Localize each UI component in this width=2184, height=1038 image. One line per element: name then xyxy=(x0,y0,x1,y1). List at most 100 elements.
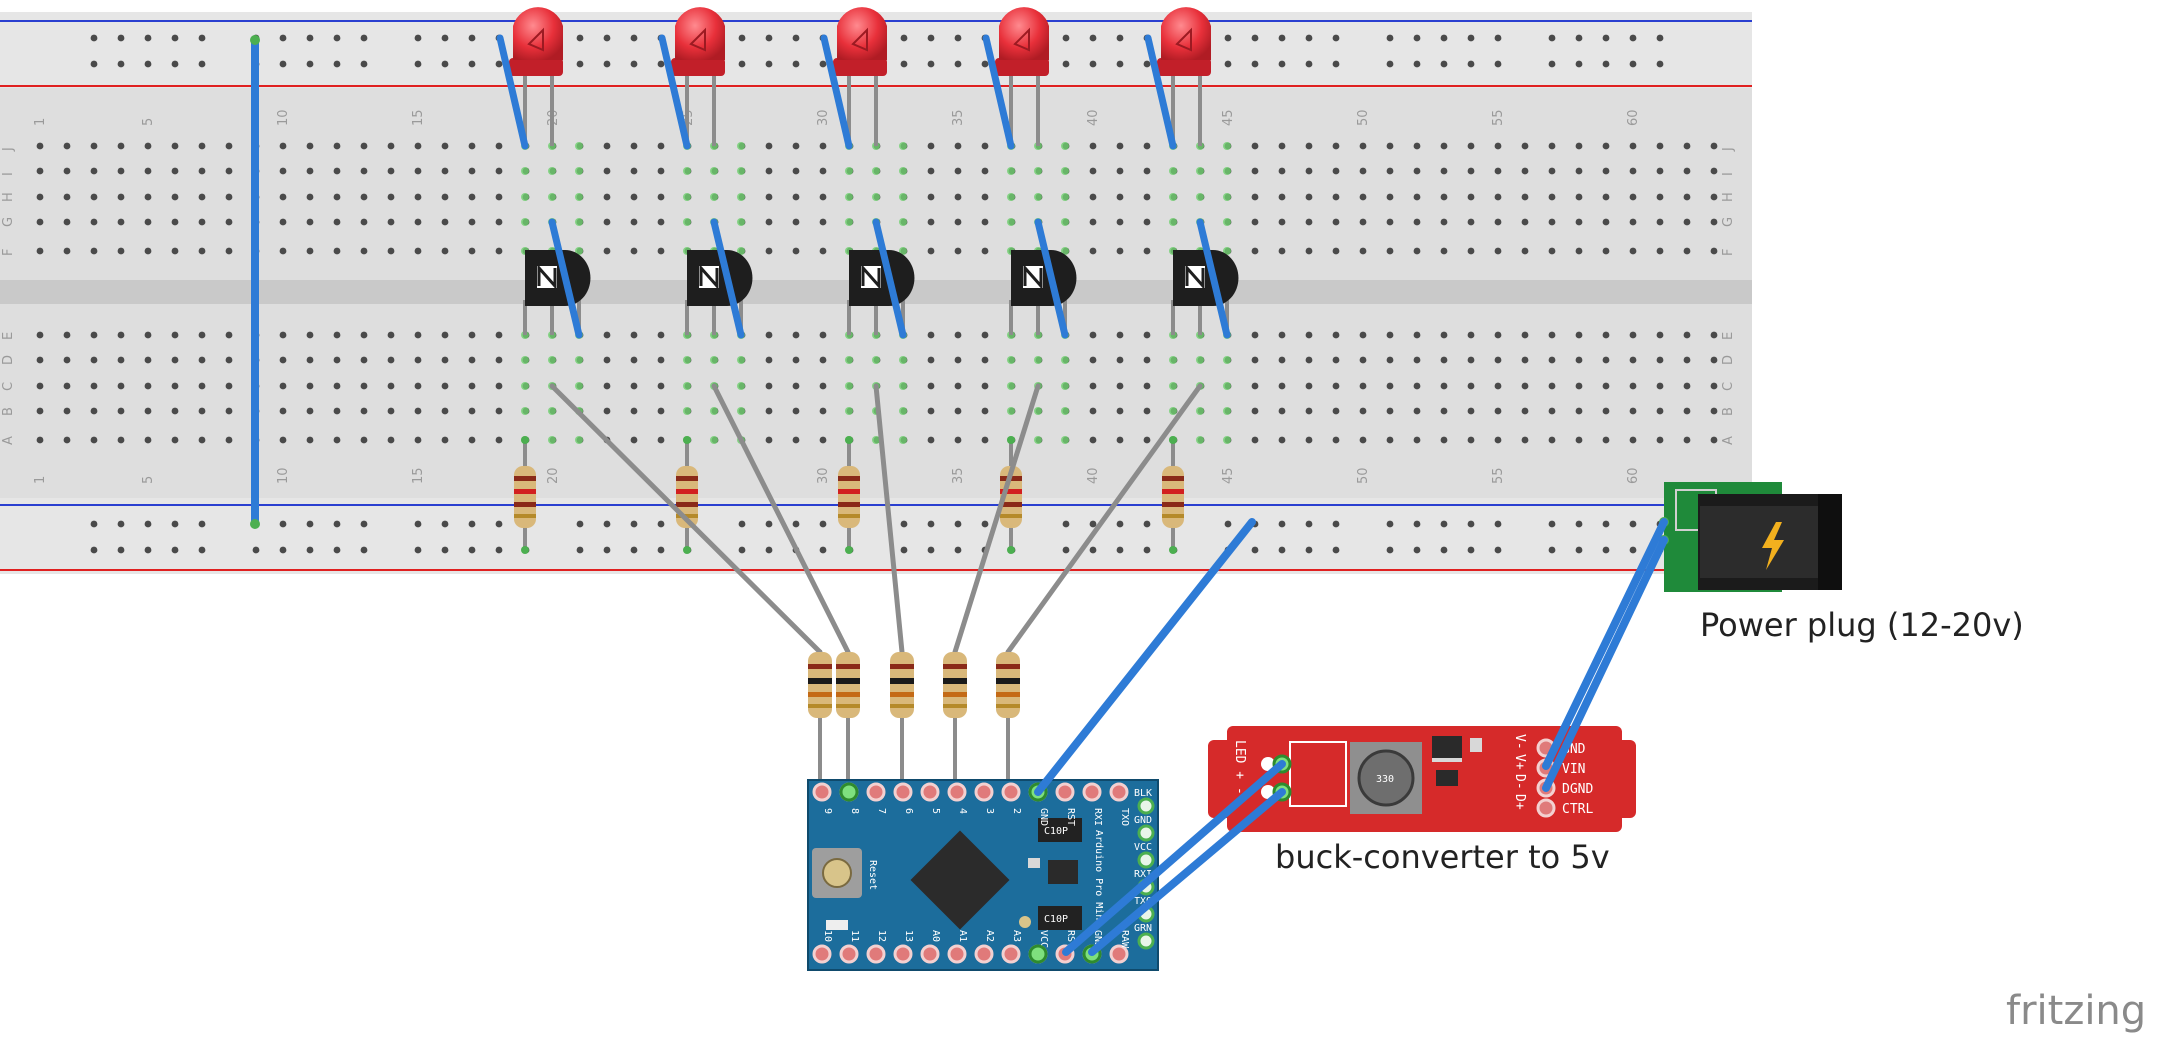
reset-label: Reset xyxy=(867,860,878,890)
row-letter: F xyxy=(1,249,16,256)
arduino-pin xyxy=(1082,782,1102,802)
row-letter: A xyxy=(1721,436,1736,445)
red-led xyxy=(833,7,887,76)
arduino-side-pin-label: BLK xyxy=(1134,788,1152,799)
column-number-top: 60 xyxy=(1626,109,1641,126)
npn-transistor xyxy=(1171,250,1239,335)
column-number-top: 1 xyxy=(33,118,48,126)
column-number-bottom: 60 xyxy=(1626,467,1641,484)
column-number-top: 45 xyxy=(1221,109,1236,126)
column-number-bottom: 30 xyxy=(816,467,831,484)
column-number-top: 55 xyxy=(1491,109,1506,126)
row-letter: H xyxy=(1721,192,1736,202)
row-letter: I xyxy=(1,172,16,176)
buck-led-label: LED + - xyxy=(1232,740,1247,795)
arduino-pin-label: 4 xyxy=(957,808,968,814)
arduino-side-pin xyxy=(1137,824,1155,842)
power-plug xyxy=(1659,482,1842,592)
arduino-side-pin xyxy=(1137,932,1155,950)
signal-wire xyxy=(952,383,1041,655)
column-number-top: 40 xyxy=(1086,109,1101,126)
buck-pin-label: V- xyxy=(1512,734,1527,750)
red-led xyxy=(1157,7,1211,76)
column-number-bottom: 45 xyxy=(1221,467,1236,484)
column-number-top: 35 xyxy=(951,109,966,126)
arduino-pin xyxy=(947,782,967,802)
power-plug-label: Power plug (12-20v) xyxy=(1700,606,2024,644)
buck-pin-function-label: VIN xyxy=(1562,762,1585,777)
signal-wire xyxy=(873,383,905,655)
row-letter: C xyxy=(1721,382,1736,391)
arduino-pin-label: RST xyxy=(1065,930,1076,948)
led-jumper-wire xyxy=(982,34,1015,150)
arduino-pin-label: 5 xyxy=(930,808,941,814)
arduino-pin xyxy=(920,782,940,802)
column-number-bottom: 50 xyxy=(1356,467,1371,484)
transistor-jumper-wire xyxy=(710,218,745,339)
led-jumper-wire xyxy=(1144,34,1177,150)
buck-pin-function-label: DGND xyxy=(1562,782,1593,797)
buck-pin-label: D+ xyxy=(1512,794,1527,810)
row-letter: D xyxy=(1,355,16,365)
row-letter: I xyxy=(1721,172,1736,176)
arduino-side-pin-label: VCC xyxy=(1134,842,1152,853)
arduino-pin-label: RAW xyxy=(1119,930,1130,949)
column-number-bottom: 20 xyxy=(546,467,561,484)
arduino-pin-label: 13 xyxy=(903,930,914,942)
transistor-jumper-wire xyxy=(1196,218,1231,339)
row-letter: E xyxy=(1721,332,1736,340)
led-driver-group xyxy=(1144,7,1239,554)
arduino-pin-label: 6 xyxy=(903,808,914,814)
arduino-pin xyxy=(920,944,940,964)
arduino-pin xyxy=(893,782,913,802)
npn-transistor xyxy=(523,250,591,335)
row-letter: E xyxy=(1,332,16,340)
arduino-pin xyxy=(1109,782,1129,802)
buck-pin-label: V+ xyxy=(1512,754,1527,770)
row-letter: A xyxy=(1,436,16,445)
arduino-pin xyxy=(812,944,832,964)
column-number-bottom: 55 xyxy=(1491,467,1506,484)
arduino-pin xyxy=(839,944,859,964)
arduino-pin-label: RST xyxy=(1065,808,1076,826)
arduino-side-pin-label: GND xyxy=(1134,815,1152,826)
pin-resistor xyxy=(996,650,1020,792)
buck-converter-label: buck-converter to 5v xyxy=(1275,838,1610,876)
column-number-bottom: 1 xyxy=(33,476,48,484)
column-number-bottom: 40 xyxy=(1086,467,1101,484)
row-letter: G xyxy=(1721,217,1736,227)
cap-label-1: C10P xyxy=(1044,826,1068,837)
resistor xyxy=(1162,436,1184,554)
row-letter: G xyxy=(1,217,16,227)
transistor-jumper-wire xyxy=(1034,218,1069,339)
transistor-jumper-wire xyxy=(548,218,583,339)
arduino-pin-label: TXO xyxy=(1119,808,1130,826)
arduino-pin xyxy=(866,782,886,802)
arduino-pin xyxy=(1001,782,1021,802)
pin-resistor xyxy=(808,650,832,792)
red-led xyxy=(671,7,725,76)
row-letter: B xyxy=(1721,407,1736,416)
column-number-bottom: 35 xyxy=(951,467,966,484)
column-number-top: 30 xyxy=(816,109,831,126)
red-led xyxy=(995,7,1049,76)
led-jumper-wire xyxy=(496,34,529,150)
column-number-bottom: 5 xyxy=(141,476,156,484)
fritzing-brand: fritzing xyxy=(2006,988,2146,1034)
arduino-pin-label: A3 xyxy=(1011,930,1022,942)
arduino-pin-label: A1 xyxy=(957,930,968,942)
arduino-resistors xyxy=(808,650,1020,792)
led-driver-group xyxy=(982,7,1077,554)
signal-wire xyxy=(1005,383,1203,655)
arduino-pin xyxy=(812,782,832,802)
arduino-pin-label: 10 xyxy=(822,930,833,942)
column-number-top: 10 xyxy=(276,109,291,126)
led-jumper-wire xyxy=(658,34,691,150)
pin-resistor xyxy=(836,650,860,792)
signal-wire xyxy=(549,383,823,655)
led-jumper-wire xyxy=(820,34,853,150)
arduino-pin-label: 2 xyxy=(1011,808,1022,814)
